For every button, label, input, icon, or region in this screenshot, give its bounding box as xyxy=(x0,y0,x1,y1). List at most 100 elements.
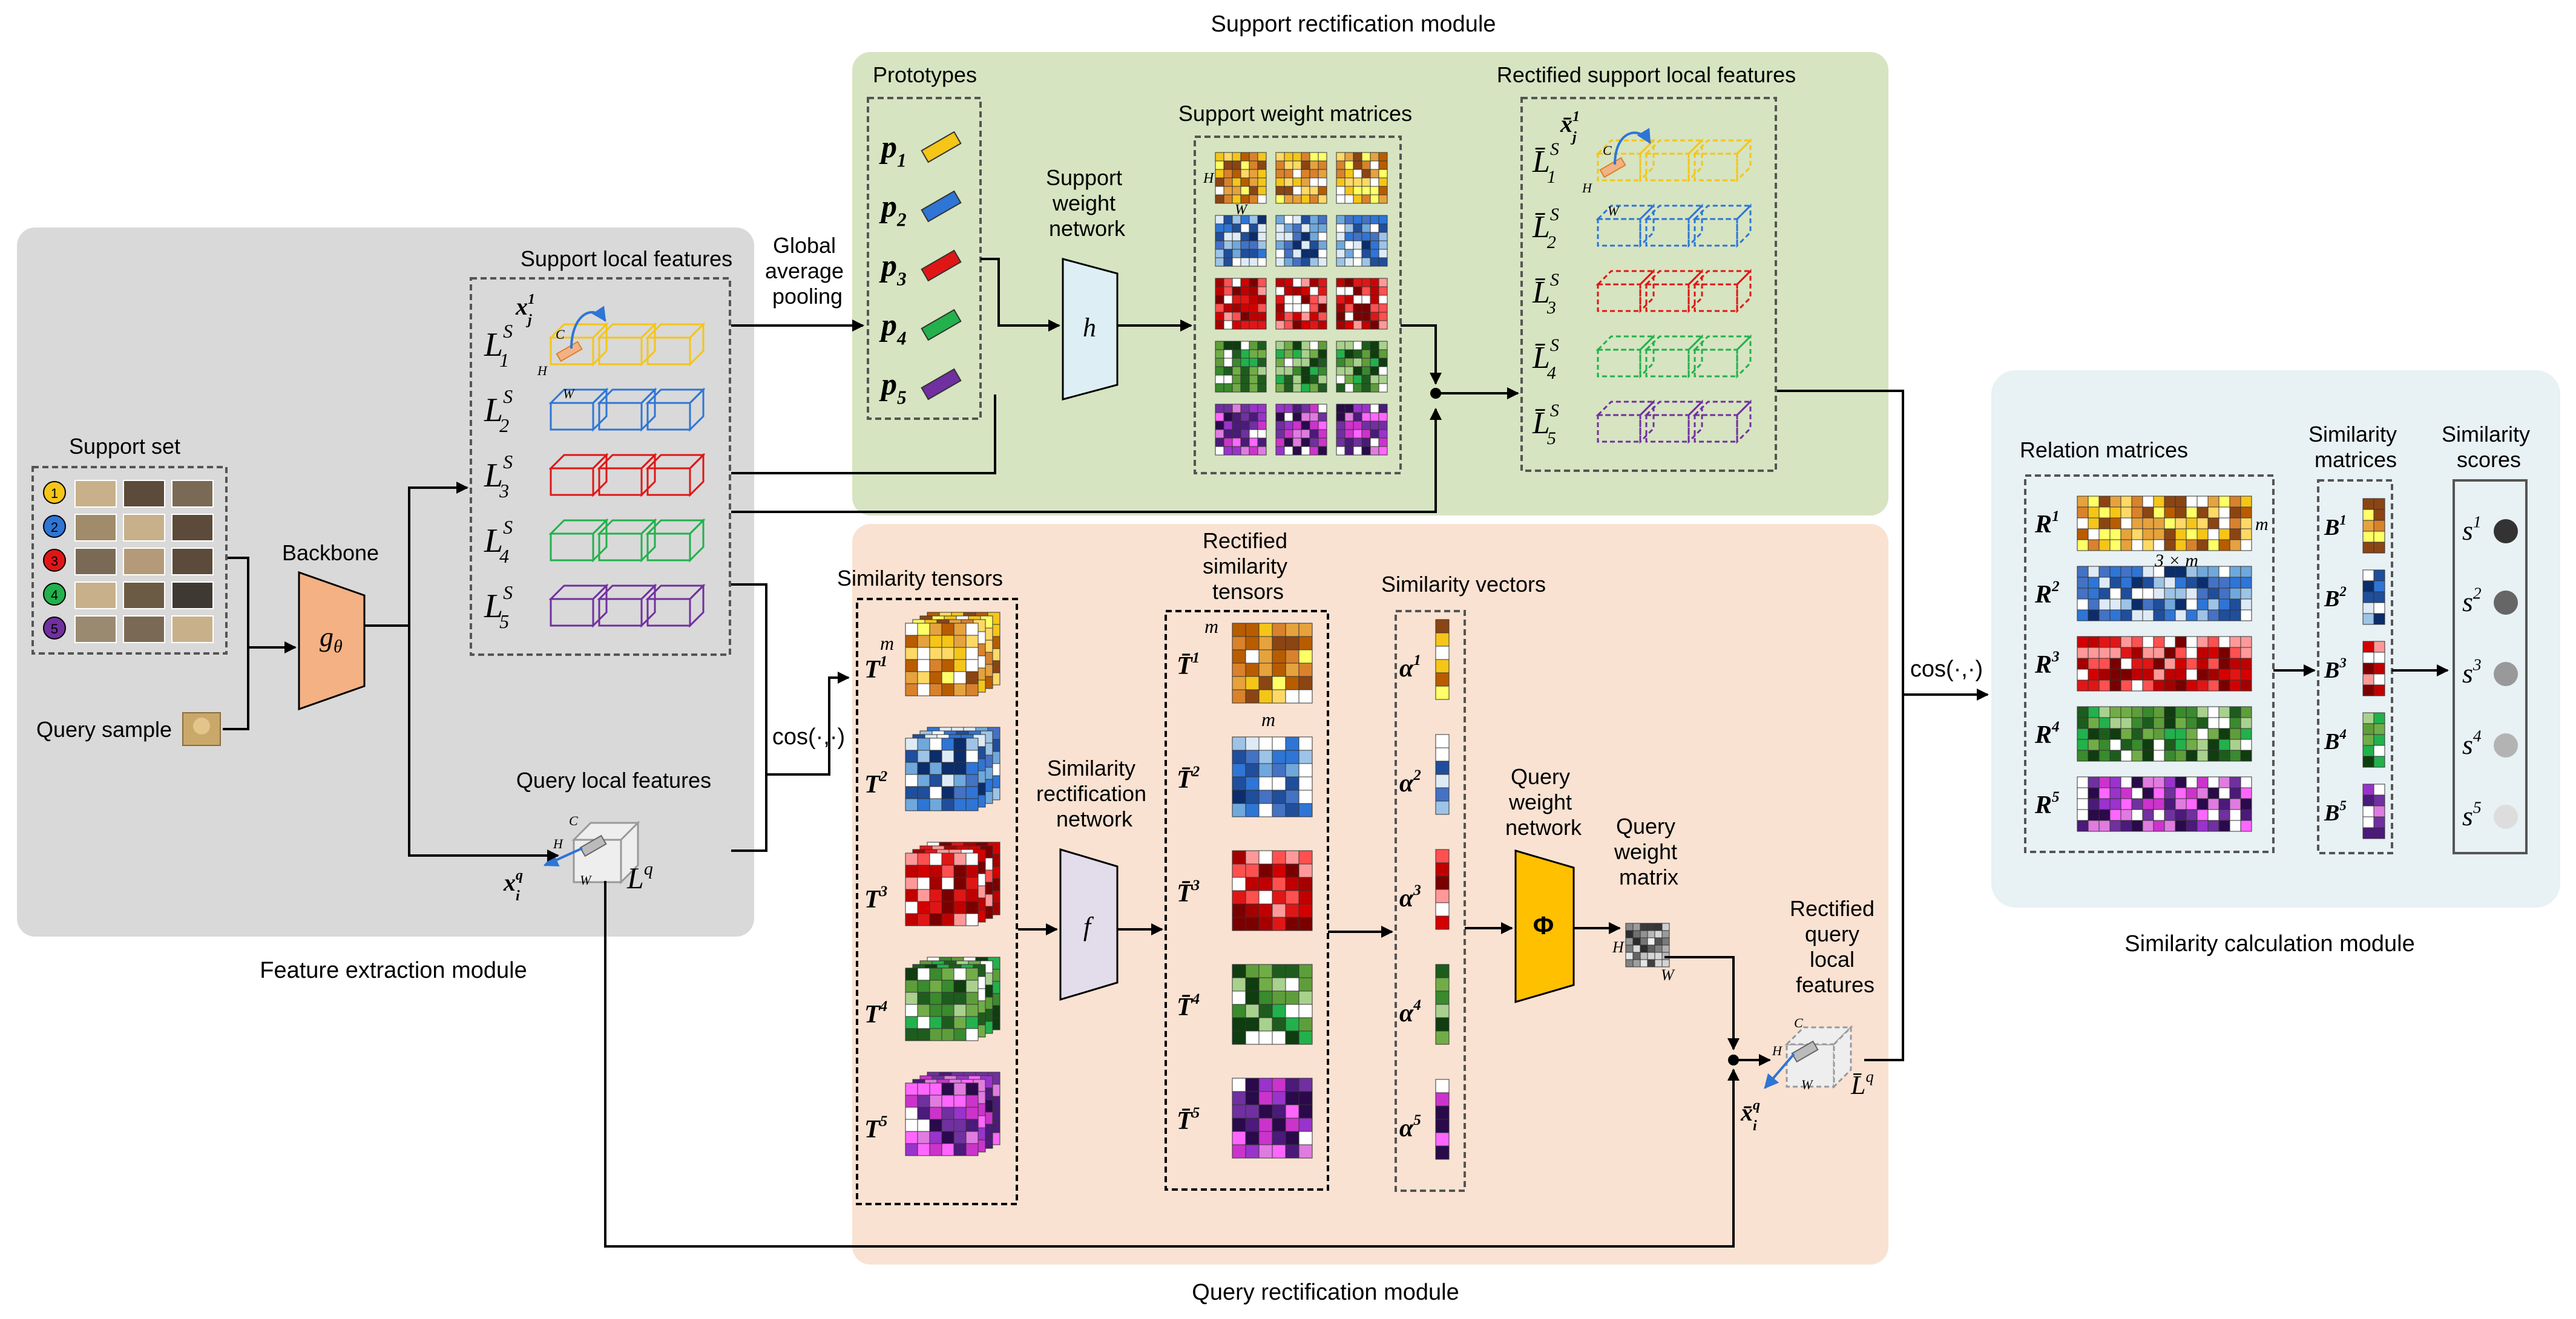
support-weight-grid-2-cell xyxy=(1249,215,1258,224)
support-weight-grid-3-cell xyxy=(1336,278,1346,287)
support-weight-grid-1-cell xyxy=(1344,186,1354,195)
B-label-2-sup: 2 xyxy=(2339,584,2346,599)
relation-matrix-3-cell xyxy=(2088,647,2100,659)
L-sub: 5 xyxy=(1547,428,1556,448)
rect-tensor-5-cell xyxy=(1272,1078,1286,1092)
rect-tensor-3-cell xyxy=(1245,863,1260,878)
rect-tensor-2-cell xyxy=(1232,736,1246,751)
relation-matrix-1-cell xyxy=(2186,506,2198,519)
support-weight-grid-3-cell xyxy=(1370,278,1379,287)
support-weight-grid-2-cell xyxy=(1240,257,1250,267)
sim-rect-network-shape xyxy=(1059,848,1119,1001)
similarity-matrix-2-cell xyxy=(2362,591,2374,603)
relation-matrix-1-cell xyxy=(2196,517,2209,529)
support-weight-grid-1-cell xyxy=(1275,186,1285,195)
relation-matrix-5-cell xyxy=(2120,809,2132,821)
tensor-layer-4-cell xyxy=(905,1028,918,1041)
support-weight-grid-1-cell xyxy=(1309,160,1319,170)
support-weight-grid-1-cell xyxy=(1318,177,1327,187)
relation-matrix-4-cell xyxy=(2153,739,2165,751)
support-weight-grid-1-cell xyxy=(1223,177,1233,187)
L: L xyxy=(484,326,503,364)
support-weight-grid-3-cell xyxy=(1309,295,1319,304)
relation-matrix-2-cell xyxy=(2164,587,2176,600)
support-weight-grid-5-cell xyxy=(1353,412,1362,422)
tensor-layer-5-cell xyxy=(905,1131,918,1144)
relation-matrix-3-cell xyxy=(2131,647,2143,659)
tensor-layer-4-cell xyxy=(941,992,954,1005)
rect-tensor-3-cell xyxy=(1258,917,1273,931)
prototype-bar-2 xyxy=(921,190,962,223)
relation-matrix-3-cell xyxy=(2218,669,2230,681)
tensor-layer-2-cell xyxy=(917,738,930,751)
rect-tensor-5-cell xyxy=(1245,1118,1260,1132)
rect-tensor-4-cell xyxy=(1232,1017,1246,1032)
support-weight-grid-3-cell xyxy=(1249,312,1258,321)
relation-matrix-1-cell xyxy=(2077,517,2089,529)
R-label-1-base: R xyxy=(2034,511,2052,538)
tensor-layer-1-cell xyxy=(965,683,979,696)
query-weight-grid-cell xyxy=(1647,930,1655,938)
rect-tensor-3-cell xyxy=(1232,890,1246,905)
rect-cube-3-top xyxy=(1595,270,1656,286)
s-label-1: s1 xyxy=(2462,512,2482,546)
support-weight-grid-5-cell xyxy=(1240,404,1250,413)
relation-matrix-5-cell xyxy=(2109,787,2121,799)
feature-cube-1 xyxy=(645,322,706,367)
tensor-layer-5-cell xyxy=(941,1119,954,1132)
relation-matrix-4-cell xyxy=(2218,750,2230,762)
support-weight-grid-4-cell xyxy=(1215,341,1224,350)
rect-tensor-5-cell xyxy=(1272,1144,1286,1159)
support-weight-grid-3-cell xyxy=(1249,286,1258,296)
query-weight-grid-cell xyxy=(1640,959,1648,967)
relation-matrix-2-cell xyxy=(2240,598,2252,610)
support-weight-grid-2-cell xyxy=(1223,223,1233,233)
tensor-layer-2-cell xyxy=(917,774,930,787)
L-sup: S xyxy=(503,581,513,603)
relation-matrix-3-cell xyxy=(2077,647,2089,659)
s-label-3-sup: 3 xyxy=(2472,655,2482,673)
rect-tensor-5-cell xyxy=(1272,1104,1286,1119)
support-weight-grid-2-cell xyxy=(1353,257,1362,267)
relation-matrix-4-cell xyxy=(2207,717,2220,729)
tensor-layer-1-cell xyxy=(905,683,918,696)
support-weight-grid-5-cell xyxy=(1292,421,1302,430)
support-weight-grid-1-cell xyxy=(1301,186,1310,195)
support-weight-grid-5-cell xyxy=(1215,421,1224,430)
feature-cube-3 xyxy=(548,453,609,497)
support-weight-grid-1-cell xyxy=(1215,152,1224,162)
rect-tensor-5-cell xyxy=(1285,1144,1300,1159)
relation-matrix-2-cell xyxy=(2077,598,2089,610)
support-weight-grid-1-cell xyxy=(1309,169,1319,178)
x-bar-i-q-label-sup: q xyxy=(1753,1098,1760,1113)
L-bar-q-label-base: L̄ xyxy=(1850,1070,1865,1100)
rect-cube-2-front xyxy=(1694,218,1738,247)
rect-tensor-4-cell xyxy=(1298,1017,1313,1032)
support-weight-grid-5-cell xyxy=(1344,446,1354,456)
support-weight-grid-1-cell xyxy=(1344,160,1354,170)
relation-matrix-2-cell xyxy=(2088,598,2100,610)
class-number-5: 5 xyxy=(51,621,58,637)
rect-tensor-4-cell xyxy=(1245,1004,1260,1018)
backbone-label: Backbone xyxy=(282,540,379,565)
query-weight-grid-cell xyxy=(1625,937,1634,946)
similarity-matrix-3 xyxy=(2362,641,2385,696)
tensor-layer-3-cell xyxy=(929,889,942,902)
support-weight-grid-1-cell xyxy=(1336,152,1346,162)
relation-matrix-1-cell xyxy=(2175,539,2187,551)
relation-matrix-4-cell xyxy=(2077,739,2089,751)
T-label-4: T4 xyxy=(864,998,887,1029)
rect-tensor-2-cell xyxy=(1285,763,1300,777)
support-weight-grid-4-cell xyxy=(1361,358,1371,367)
support-weight-grid-1-cell xyxy=(1309,194,1319,204)
relation-matrix-3-cell xyxy=(2186,636,2198,648)
relation-m: m xyxy=(2255,514,2269,534)
support-weight-grid-4-cell xyxy=(1301,383,1310,393)
tensor-layer-4-cell xyxy=(941,980,954,993)
support-weight-grid-2-cell xyxy=(1361,257,1371,267)
tensor-layer-3-cell xyxy=(929,877,942,890)
B-label-1: B1 xyxy=(2324,512,2347,540)
support-weight-grid-2-cell xyxy=(1361,215,1371,224)
support-weight-grid-1-cell xyxy=(1284,152,1293,162)
query-weight-grid-cell xyxy=(1654,930,1663,938)
